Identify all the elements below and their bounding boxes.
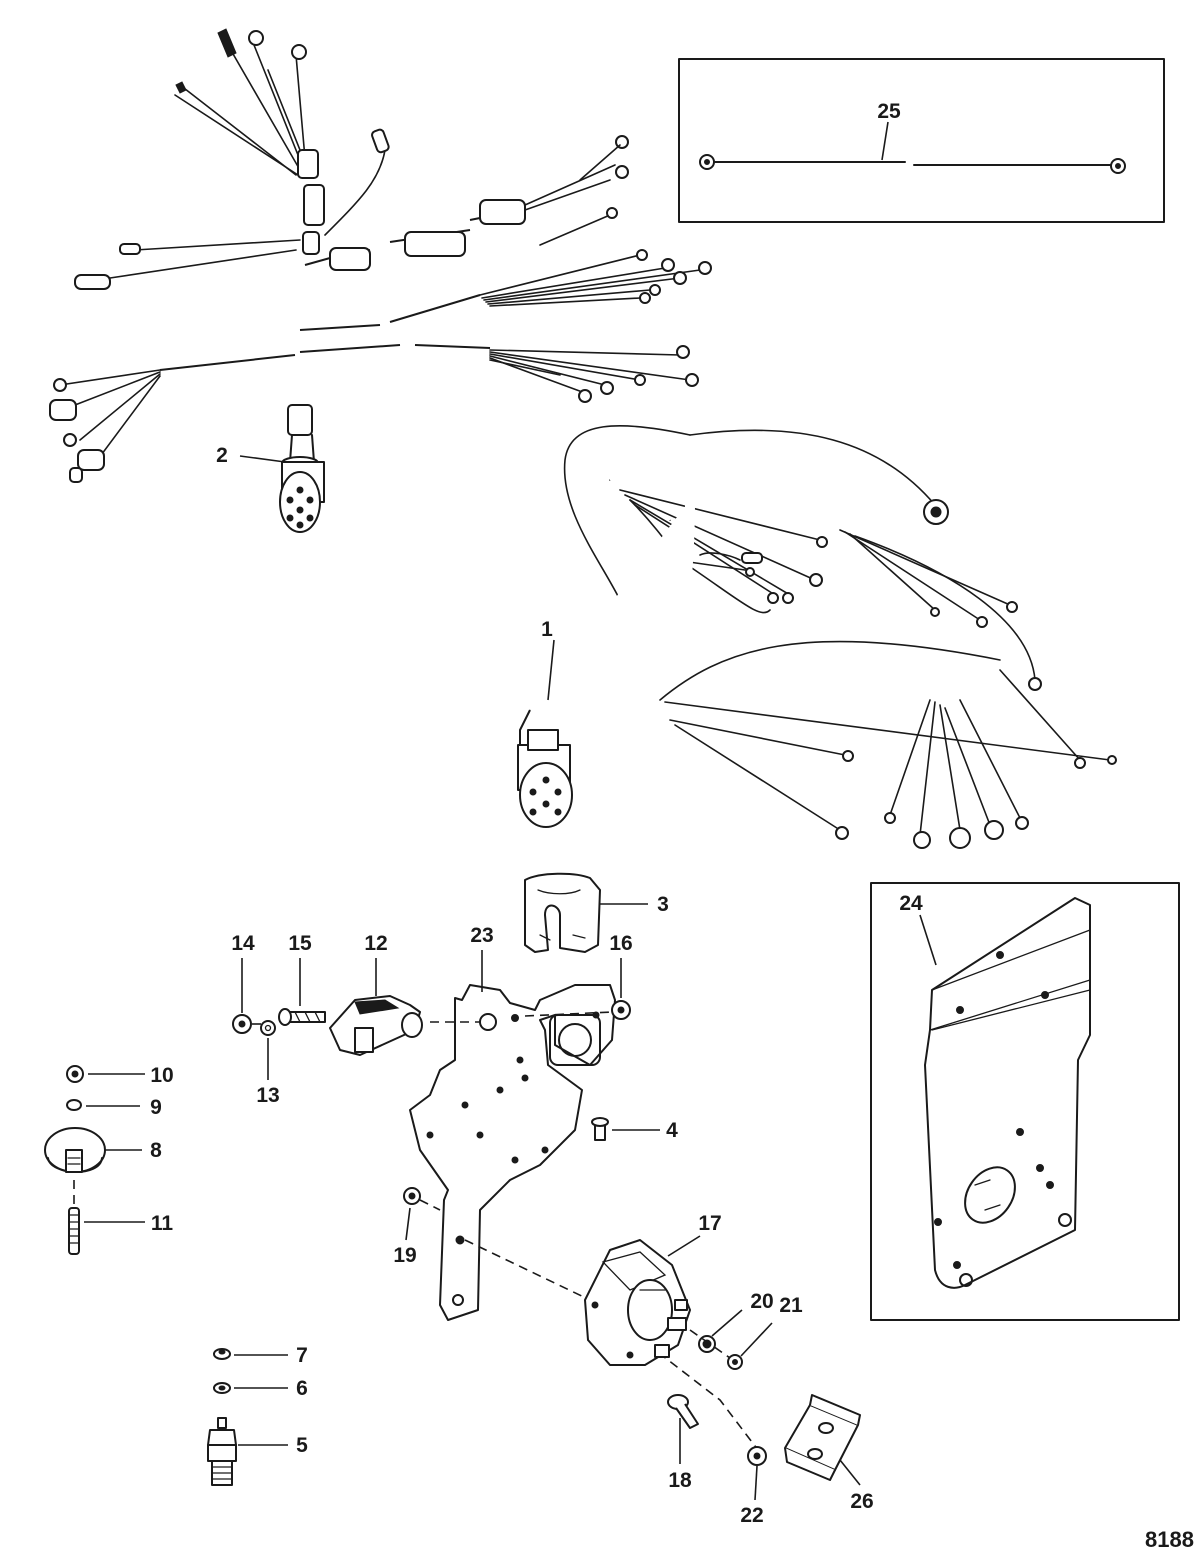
callout-9: 9: [150, 1096, 162, 1119]
sender-8-part: [44, 1127, 106, 1173]
washer-13-part: [260, 1020, 276, 1036]
inset-box-25: [678, 58, 1165, 223]
figure-id: 8188: [1145, 1527, 1194, 1552]
callout-5: 5: [296, 1434, 308, 1457]
washer-6-part: [213, 1382, 231, 1394]
boot-3-part: [524, 872, 601, 953]
callout-14: 14: [231, 932, 255, 955]
mounting-plate-24-part: [924, 897, 1091, 1289]
nut-7-part: [213, 1348, 231, 1360]
nut-20-part: [698, 1335, 716, 1353]
callout-3: 3: [657, 893, 669, 916]
bracket-23-part: [409, 984, 616, 1321]
callout-25: 25: [877, 100, 901, 123]
switch-12-part: [329, 995, 423, 1056]
callout-13: 13: [256, 1084, 279, 1107]
solenoid-17-part: [584, 1239, 691, 1366]
nut-19-part: [403, 1187, 421, 1205]
terminal-block-26-part: [784, 1394, 861, 1481]
callout-15: 15: [288, 932, 312, 955]
callout-26: 26: [850, 1490, 873, 1513]
screw-15-part: [278, 1008, 326, 1026]
callout-11: 11: [151, 1212, 174, 1235]
callout-10: 10: [150, 1064, 173, 1087]
callout-16: 16: [609, 932, 632, 955]
nut-10-part: [66, 1065, 84, 1083]
screw-18-part: [667, 1394, 699, 1429]
screw-4-part: [591, 1117, 609, 1141]
callout-21: 21: [779, 1294, 803, 1317]
callout-7: 7: [296, 1344, 308, 1367]
nut-14-part: [232, 1014, 252, 1034]
nut-16-part: [611, 1000, 631, 1020]
callout-20: 20: [750, 1290, 773, 1313]
wiring-harness-2-part: [49, 28, 712, 533]
callout-6: 6: [296, 1377, 308, 1400]
callout-12: 12: [364, 932, 387, 955]
callout-1: 1: [541, 618, 553, 641]
stud-11-part: [68, 1207, 80, 1255]
ground-strap-part: [699, 154, 1126, 174]
nut-22-part: [747, 1446, 767, 1466]
callout-8: 8: [150, 1139, 162, 1162]
callout-4: 4: [666, 1119, 678, 1142]
callout-22: 22: [740, 1504, 763, 1527]
callout-18: 18: [668, 1469, 692, 1492]
callout-23: 23: [470, 924, 493, 947]
callout-24: 24: [899, 892, 923, 915]
nut-21-part: [727, 1354, 743, 1370]
callout-19: 19: [393, 1244, 416, 1267]
inset-box-24: [870, 882, 1180, 1321]
washer-9-part: [66, 1099, 82, 1111]
wiring-harness-1-part: [517, 424, 1117, 849]
callout-2: 2: [216, 444, 228, 467]
sensor-5-part: [207, 1417, 237, 1486]
callout-17: 17: [698, 1212, 721, 1235]
